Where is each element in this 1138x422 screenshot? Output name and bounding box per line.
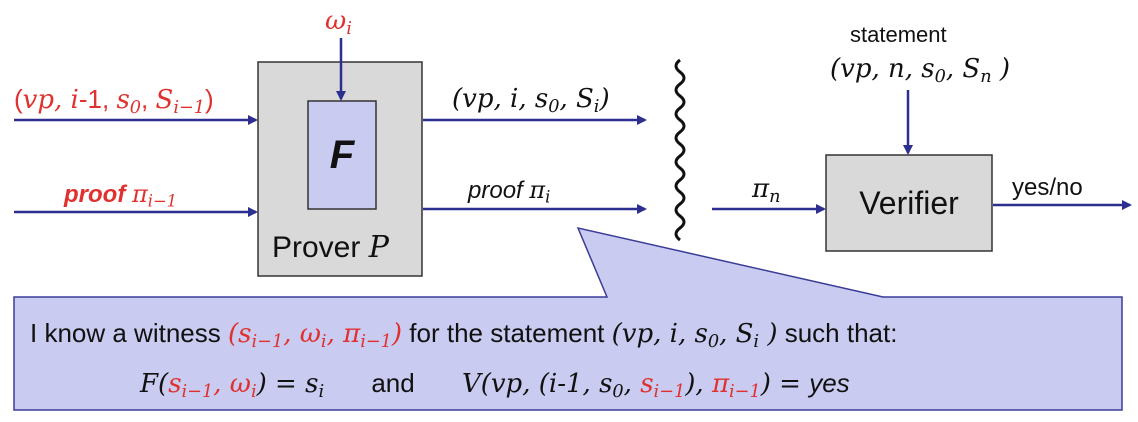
function-box — [307, 100, 377, 210]
wavy-separator — [674, 58, 686, 242]
verifier-box — [825, 154, 993, 252]
verifier-proof-label: πn — [752, 174, 781, 207]
callout-line-1: I know a witness (si−1, ωi, πi−1) for th… — [30, 318, 898, 352]
output-state-label: (vp, i, s0, Si) — [452, 84, 610, 117]
input-state-label: (vp, i-1, s0, Si−1) — [14, 84, 214, 118]
statement-title: statement — [850, 22, 947, 47]
callout-line-2: F(si−1, ωi) = si and V(vp, (i-1, s0, si−… — [140, 368, 850, 402]
verifier-label: Verifier — [859, 184, 959, 221]
callout-box — [13, 226, 1123, 411]
statement-label: (vp, n, s0, Sn ) — [830, 54, 1011, 87]
verifier-output-label: yes/no — [1012, 174, 1083, 201]
input-proof-label: proof πi−1 — [64, 180, 178, 211]
function-label: F — [329, 132, 355, 177]
witness-label: ωi — [325, 6, 352, 39]
prover-label: Prover P — [272, 230, 389, 265]
output-proof-label: proof πi — [468, 176, 551, 207]
